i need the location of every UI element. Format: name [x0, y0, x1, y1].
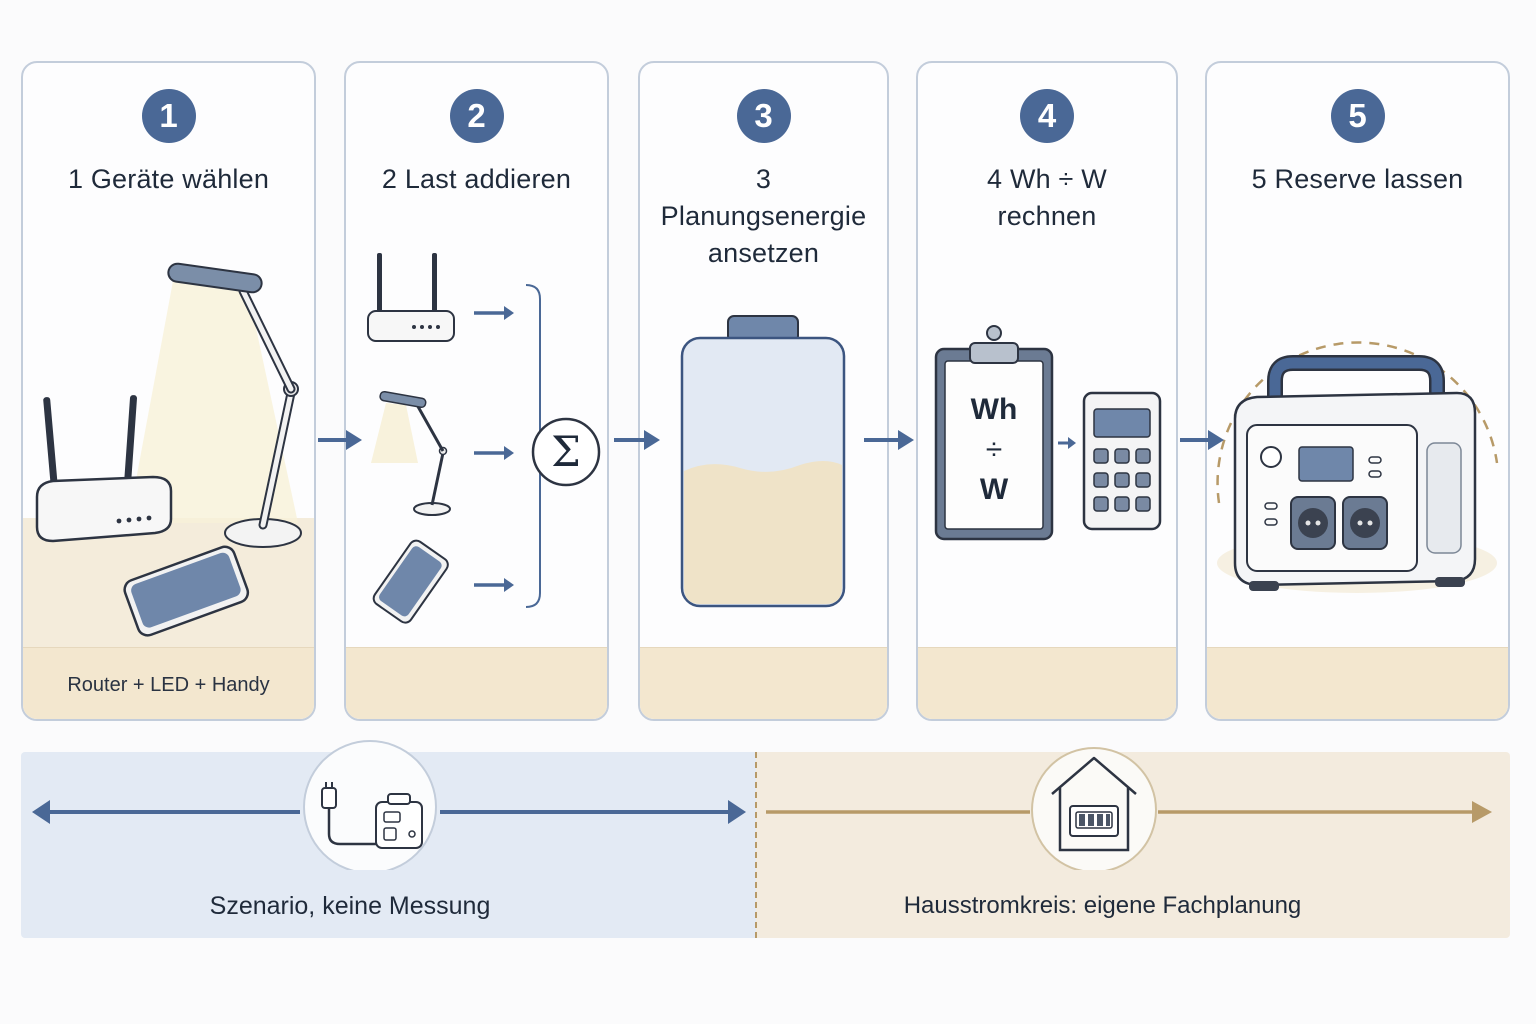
smartphone-icon [372, 539, 449, 624]
desk-lamp-icon [379, 390, 451, 516]
power-station-icon [1233, 355, 1477, 591]
clipboard-icon [934, 325, 1054, 541]
step-card-2: Σ 2 2 Last addieren [344, 61, 609, 721]
step-footer-band [23, 647, 314, 719]
desk-lamp-icon [167, 262, 302, 548]
step-footer-text: Router + LED + Handy [67, 674, 270, 696]
clipboard-w: W [979, 473, 1009, 506]
clipboard-wh: Wh [970, 393, 1018, 426]
load-arrows [474, 306, 514, 592]
step-footer-band [1207, 647, 1508, 719]
sum-symbol: Σ [551, 427, 581, 476]
step-card-3: 3 3 Planungsenergie ansetzen [638, 61, 889, 721]
step-title: 4 Wh ÷ W rechnen [987, 164, 1107, 231]
step2-illustration [367, 253, 601, 624]
calculator-icon [1082, 391, 1162, 531]
battery-icon [680, 315, 846, 608]
flow-arrows [318, 430, 1224, 450]
scenario-label: Szenario, keine Messung [209, 892, 491, 920]
step-footer-band [346, 647, 607, 719]
smartphone-icon [123, 545, 250, 637]
zone-divider [755, 752, 757, 938]
router-icon [35, 395, 173, 543]
step-title: 5 Reserve lassen [1251, 164, 1464, 194]
step-card-1: 1 1 Geräte wählen Router + LED + Handy [21, 61, 316, 721]
step-number: 3 [736, 89, 791, 143]
house-fusebox-icon [1031, 747, 1157, 870]
step-title: 1 Geräte wählen [67, 164, 270, 194]
step-number: 5 [1330, 89, 1385, 143]
step-card-4: Wh ÷ W 4 4 Wh ÷ W rechnen [916, 61, 1178, 721]
plug-device-icon [303, 740, 437, 870]
scope-illustration [32, 740, 1492, 870]
step1-illustration [23, 262, 314, 651]
step5-illustration [1216, 341, 1499, 593]
clipboard-divide: ÷ [985, 433, 1003, 466]
step-number: 1 [141, 89, 196, 143]
step-footer-band [640, 647, 887, 719]
step-card-5: 5 5 Reserve lassen [1205, 61, 1510, 721]
step-number: 4 [1020, 89, 1074, 143]
sum-icon [531, 417, 601, 487]
step-footer-band [918, 647, 1176, 719]
step-title: 2 Last addieren [381, 164, 572, 194]
step-number: 2 [449, 89, 504, 143]
step-title: 3 Planungsenergie ansetzen [660, 164, 867, 268]
step4-illustration [934, 325, 1162, 541]
router-icon [367, 253, 455, 342]
step3-illustration [680, 315, 846, 608]
house-circuit-label: Hausstromkreis: eigene Fachplanung [903, 892, 1302, 919]
